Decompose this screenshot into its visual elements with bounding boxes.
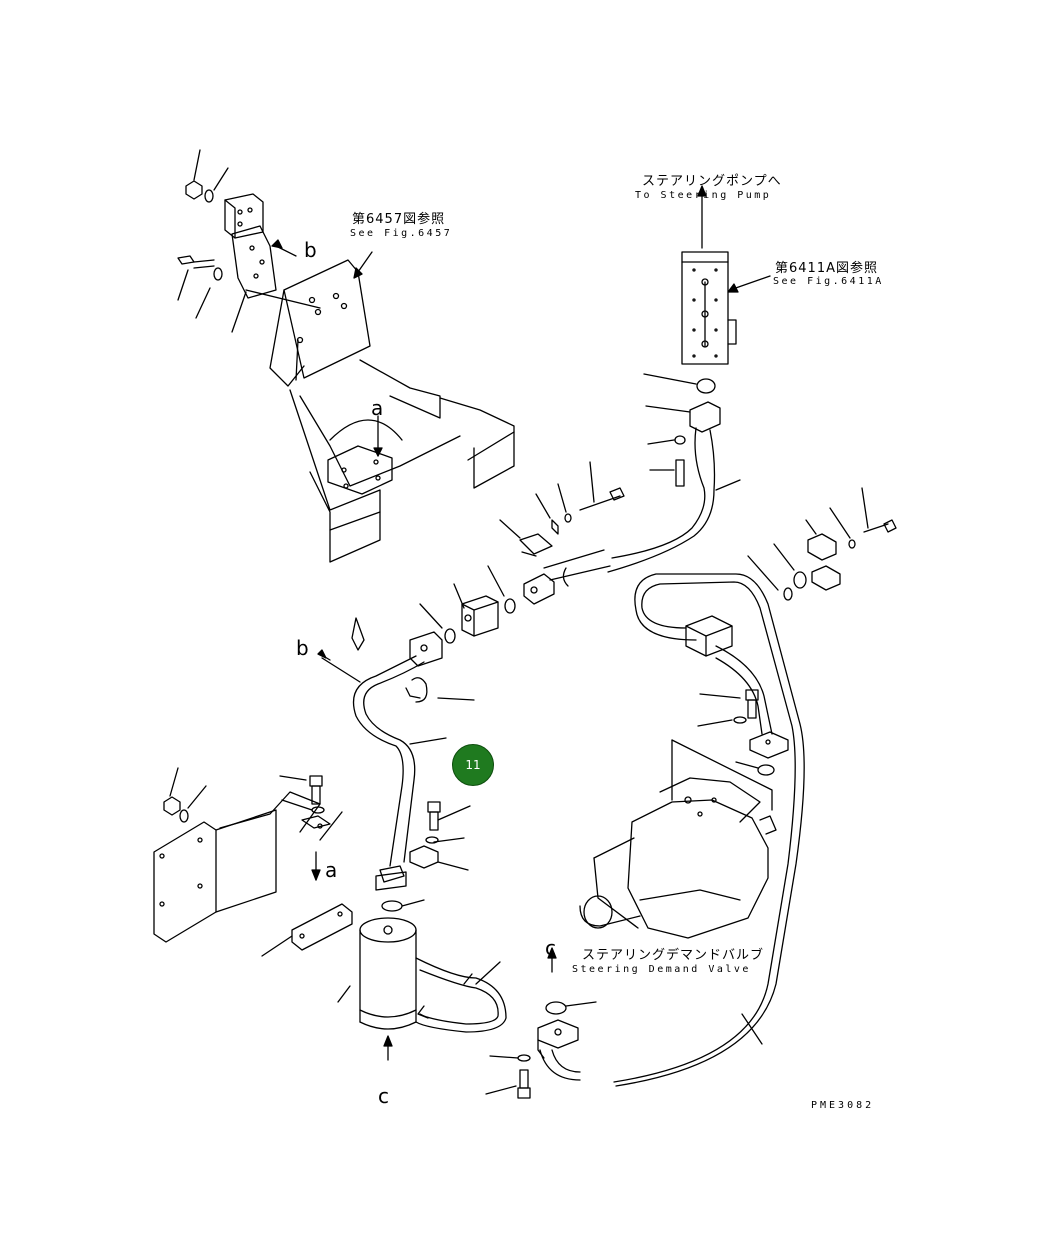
demand-valve-label-jp: ステアリングデマンドバルブ — [582, 948, 765, 963]
part-callout-11[interactable]: 11 — [452, 744, 494, 786]
steering-pump-label-jp: ステアリングポンプへ — [642, 174, 782, 189]
steering-pump-label-en: To Steering Pump — [635, 190, 772, 201]
hose-assembly — [317, 461, 625, 891]
fig6457-label-en: See Fig.6457 — [350, 228, 453, 239]
fig6457-label-jp: 第6457図参照 — [352, 212, 446, 227]
demand-valve-assembly — [485, 487, 897, 1099]
pump-valve-block — [607, 185, 771, 573]
filter-mount-assembly — [153, 767, 507, 1061]
drawing-code: PME3082 — [811, 1100, 875, 1111]
demand-valve-label-en: Steering Demand Valve — [572, 964, 751, 975]
reference-b-left: b — [296, 636, 309, 660]
frame-bracket-assembly — [177, 149, 515, 563]
reference-c-valve: c — [545, 936, 556, 960]
reference-c-filter: c — [378, 1084, 389, 1108]
fig6411a-label-en: See Fig.6411A — [773, 276, 884, 287]
reference-b-top: b — [304, 238, 317, 262]
reference-a-top: a — [371, 396, 384, 420]
reference-a-bottom: a — [325, 858, 338, 882]
fig6411a-label-jp: 第6411A図参照 — [775, 261, 878, 276]
part-callout-number: 11 — [465, 758, 481, 772]
